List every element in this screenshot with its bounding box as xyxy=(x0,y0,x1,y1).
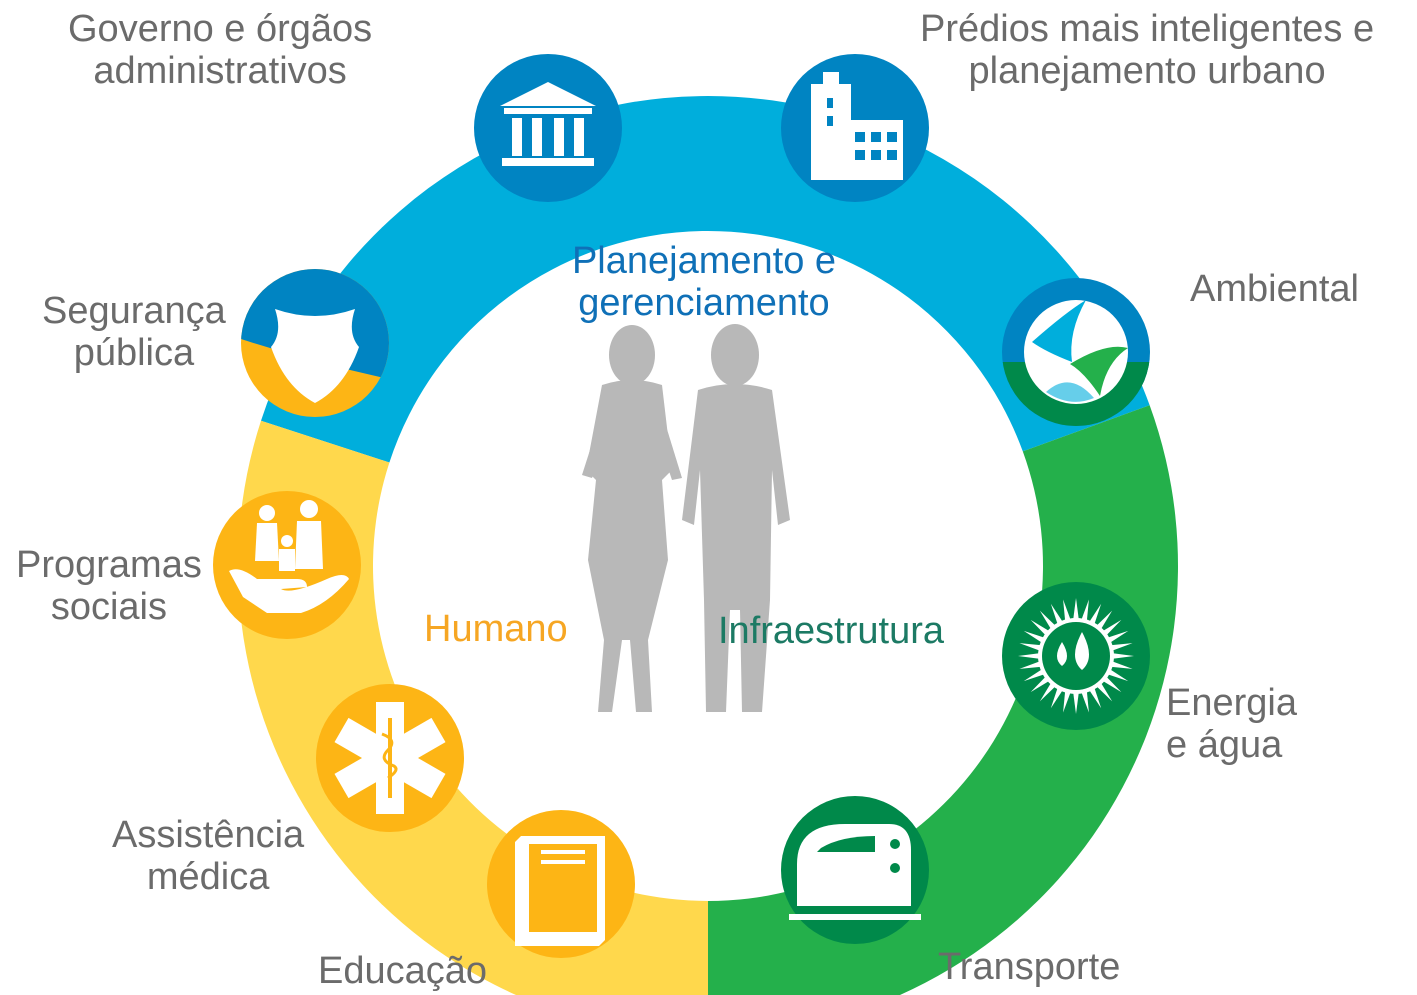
label-ambiental: Ambiental xyxy=(1190,268,1359,310)
sun-ray xyxy=(1096,682,1113,702)
segment-programas-icon-circle[interactable] xyxy=(213,491,361,639)
segment-seguranca-icon-circle[interactable] xyxy=(241,269,389,417)
leaf-drop-icon xyxy=(1024,300,1128,404)
sun-ray xyxy=(1018,653,1041,659)
sun-ray xyxy=(1102,676,1122,693)
sun-ray xyxy=(1110,661,1133,669)
sun-ray xyxy=(1110,643,1133,651)
sun-ray xyxy=(1023,668,1045,682)
segment-energia-icon-circle[interactable] xyxy=(1002,582,1150,730)
center-label-infrastructure: Infraestrutura xyxy=(718,610,944,652)
government-building-icon xyxy=(500,82,596,166)
sun-ray xyxy=(1063,599,1071,622)
sun-ray xyxy=(1088,603,1102,625)
sun-ray xyxy=(1030,619,1050,636)
label-governo: Governo e órgãos administrativos xyxy=(68,8,373,92)
sun-ray xyxy=(1039,610,1056,630)
sun-ray xyxy=(1019,661,1042,669)
family-hand-icon xyxy=(229,500,349,613)
segment-governo-icon-circle[interactable] xyxy=(474,54,622,202)
sun-ray xyxy=(1081,599,1089,622)
center-label-planning: Planejamento e gerenciamento xyxy=(571,240,837,324)
police-badge-icon xyxy=(271,309,359,403)
sun-ray xyxy=(1081,690,1089,713)
segment-assistencia-icon-circle[interactable] xyxy=(316,684,464,832)
sun-ray xyxy=(1073,691,1079,714)
sun-ray xyxy=(1050,687,1064,709)
medical-star-icon xyxy=(334,702,446,814)
center-label-human: Humano xyxy=(424,608,568,650)
sun-ray xyxy=(1107,668,1129,682)
label-assistencia: Assistência médica xyxy=(112,814,305,898)
sun-water-icon xyxy=(1018,598,1134,714)
label-energia: Energia e água xyxy=(1166,682,1297,766)
woman-silhouette xyxy=(582,325,682,712)
people-silhouettes xyxy=(582,324,790,712)
sun-ray xyxy=(1096,610,1113,630)
sun-ray xyxy=(1107,630,1129,644)
man-silhouette xyxy=(682,324,790,712)
sun-ray xyxy=(1030,676,1050,693)
label-predios: Prédios mais inteligentes e planejamento… xyxy=(920,8,1375,92)
ring-segment-blue xyxy=(261,96,1150,463)
sun-ray xyxy=(1088,687,1102,709)
label-transporte: Transporte xyxy=(938,946,1121,988)
segment-ambiental-icon-circle[interactable] xyxy=(1002,278,1150,442)
segment-transporte-icon-circle[interactable] xyxy=(781,796,929,944)
sun-ray xyxy=(1050,603,1064,625)
buildings-icon xyxy=(811,72,903,180)
sun-ray xyxy=(1111,653,1134,659)
label-programas: Programas sociais xyxy=(16,544,202,628)
label-educacao: Educação xyxy=(318,950,488,992)
sun-ray xyxy=(1023,630,1045,644)
segment-educacao-icon-circle[interactable] xyxy=(487,810,635,958)
sun-ray xyxy=(1073,598,1079,621)
sun-ray xyxy=(1102,619,1122,636)
train-icon xyxy=(789,824,921,920)
label-seguranca: Segurança pública xyxy=(42,290,226,374)
segment-predios-icon-circle[interactable] xyxy=(781,54,929,202)
ring-segment-green xyxy=(708,405,1179,995)
sun-ray xyxy=(1063,690,1071,713)
sun-ray xyxy=(1019,643,1042,651)
book-icon xyxy=(515,836,605,946)
sun-ray xyxy=(1039,682,1056,702)
